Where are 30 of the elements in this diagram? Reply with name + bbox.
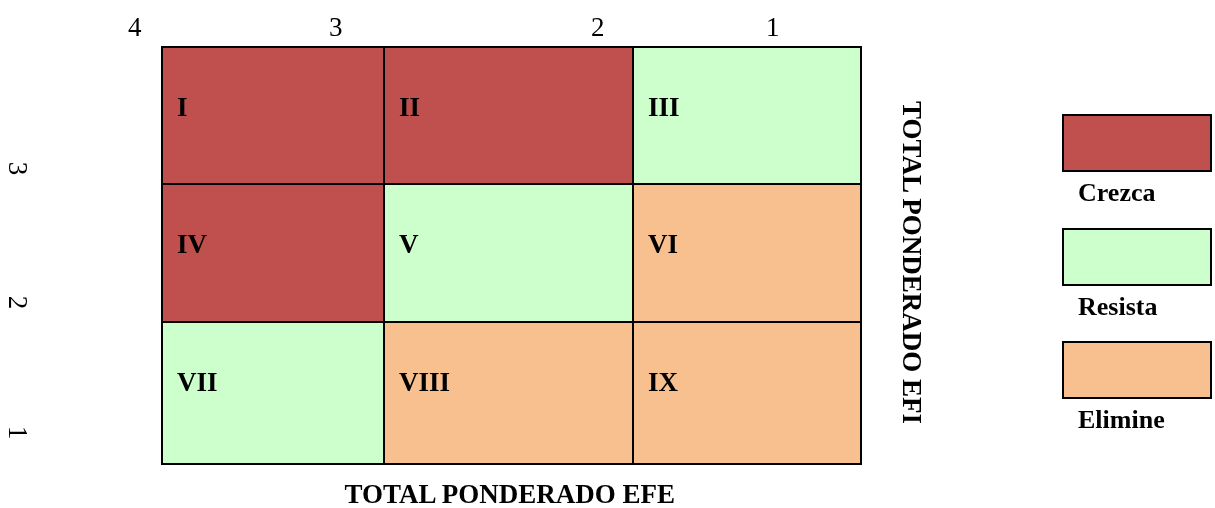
quadrant-number: I xyxy=(177,92,188,123)
matrix-cell xyxy=(161,321,385,465)
axis-title: TOTAL PONDERADO EFE xyxy=(344,480,676,508)
axis-tick: 3 xyxy=(4,161,32,175)
axis-tick: 2 xyxy=(4,295,32,309)
quadrant-number: V xyxy=(399,229,419,260)
quadrant-number: IV xyxy=(177,229,207,260)
quadrant-number: VIII xyxy=(399,367,451,398)
matrix-cell xyxy=(383,183,634,323)
axis-title: TOTAL PONDERADO EFI xyxy=(897,100,925,424)
axis-tick: 2 xyxy=(591,13,605,41)
matrix-cell xyxy=(383,321,634,465)
quadrant-number: III xyxy=(648,92,680,123)
quadrant-number: VI xyxy=(648,229,678,260)
axis-tick: 3 xyxy=(329,13,343,41)
matrix-cell xyxy=(383,46,634,185)
legend-label: Resista xyxy=(1078,293,1158,320)
matrix-cell xyxy=(632,183,862,323)
axis-tick: 1 xyxy=(4,425,32,439)
matrix-cell xyxy=(161,183,385,323)
matrix-cell xyxy=(632,46,862,185)
quadrant-number: II xyxy=(399,92,420,123)
axis-tick: 4 xyxy=(128,13,142,41)
quadrant-number: IX xyxy=(648,367,678,398)
matrix-cell xyxy=(632,321,862,465)
legend-label: Elimine xyxy=(1078,407,1165,433)
quadrant-number: VII xyxy=(177,367,218,398)
matrix-cell xyxy=(161,46,385,185)
legend-label: Crezca xyxy=(1078,180,1156,206)
axis-tick: 1 xyxy=(766,13,780,41)
